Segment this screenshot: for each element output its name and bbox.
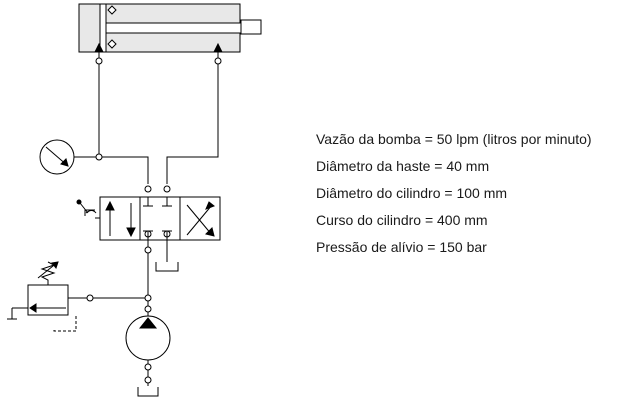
directional-valve [76,196,221,241]
suction-tank-icon [137,387,159,397]
port-markers [86,57,222,384]
relief-pressure-spec: Pressão de alívio = 150 bar [316,239,487,255]
cylinder-diameter-spec: Diâmetro do cilindro = 100 mm [316,185,508,201]
hydraulic-pump-icon [125,315,171,361]
pressure-gauge-icon [39,139,78,175]
pump-flow-spec: Vazão da bomba = 50 lpm (litros por minu… [316,131,592,147]
hydraulic-cylinder [78,3,262,53]
specifications-list: Vazão da bomba = 50 lpm (litros por minu… [316,131,592,266]
rod-diameter-spec: Diâmetro da haste = 40 mm [316,158,490,174]
relief-valve-icon [7,261,69,320]
cylinder-stroke-spec: Curso do cilindro = 400 mm [316,212,488,228]
tank-icon [155,262,179,272]
